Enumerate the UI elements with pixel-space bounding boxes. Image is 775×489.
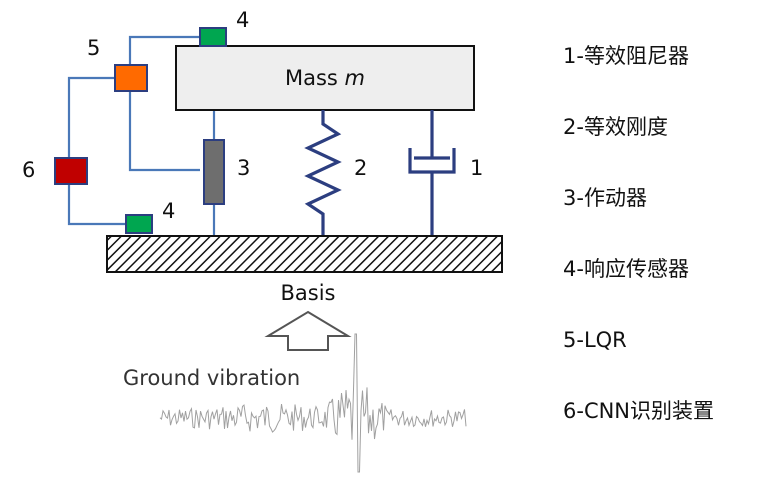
legend-item-lqr: 5-LQR: [563, 328, 627, 352]
callout-actuator: 3: [237, 156, 250, 180]
callout-lqr: 5: [87, 36, 100, 60]
basis-label: Basis: [281, 281, 336, 305]
legend: 1-等效阻尼器 2-等效刚度 3-作动器 4-响应传感器 5-LQR 6-CNN…: [563, 44, 714, 423]
up-arrow: [264, 310, 352, 351]
wire-cnn-to-sensor-bottom: [67, 184, 126, 226]
callout-sensor-bottom: 4: [162, 199, 175, 223]
mass-label: Mass m: [285, 66, 365, 90]
lqr-controller: [114, 64, 148, 92]
callout-sensor-top: 4: [236, 8, 249, 32]
callout-damper: 1: [470, 156, 483, 180]
sensor-top: [199, 27, 227, 47]
callouts: 1 2 3 4 4 5 6: [22, 8, 483, 223]
base-ground: [106, 235, 503, 273]
cnn-identification-device: [54, 157, 88, 185]
ground-vibration-label: Ground vibration: [123, 366, 300, 390]
wire-sensor-top-to-lqr: [128, 35, 200, 65]
mass-rect: [175, 45, 475, 111]
legend-item-cnn: 6-CNN识别装置: [563, 399, 714, 423]
damper: [408, 110, 456, 236]
legend-item-sensor: 4-响应传感器: [563, 257, 689, 281]
spring: [304, 110, 342, 236]
sensor-bottom: [125, 214, 153, 234]
actuator: [203, 139, 225, 205]
control-wires: [67, 35, 216, 236]
wire-lqr-to-actuator: [128, 91, 200, 172]
legend-item-damper: 1-等效阻尼器: [563, 44, 689, 68]
callout-cnn: 6: [22, 158, 35, 182]
mass-block: Mass m: [175, 45, 475, 111]
legend-item-stiffness: 2-等效刚度: [563, 115, 668, 139]
callout-spring: 2: [354, 156, 367, 180]
wire-lqr-to-cnn: [67, 76, 115, 158]
legend-item-actuator: 3-作动器: [563, 186, 647, 210]
ground-vibration-waveform: [159, 333, 467, 473]
